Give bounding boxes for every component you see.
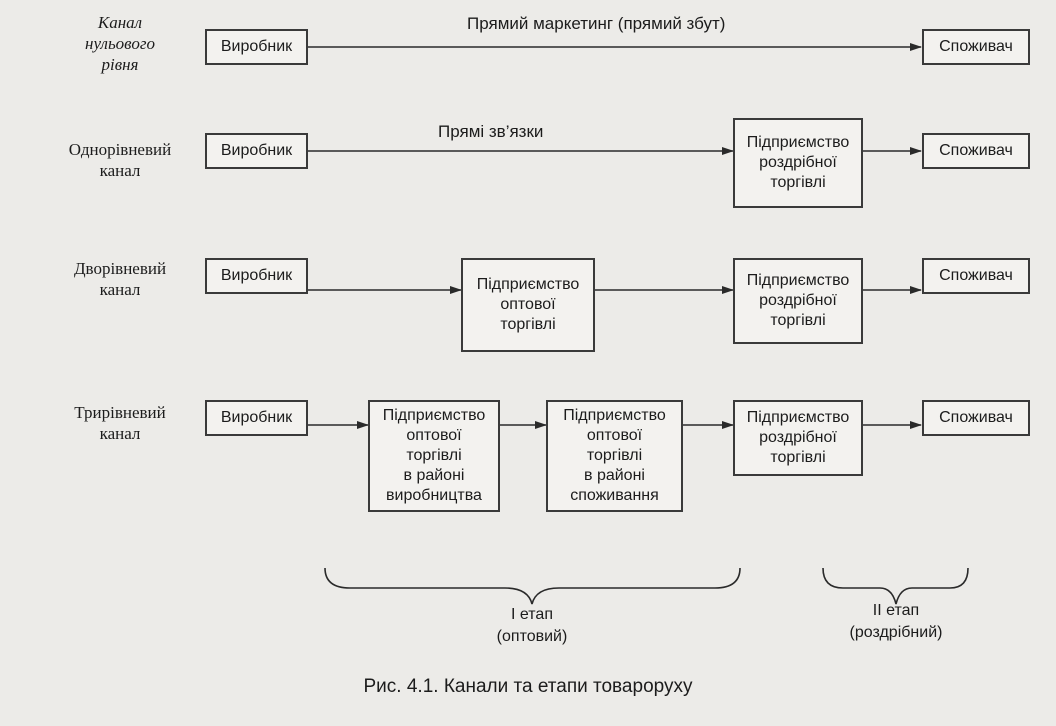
node-producer-row4: Виробник [205,400,308,436]
node-consumer-row4: Споживач [922,400,1030,436]
brace-stage-2 [822,567,969,605]
figure-caption: Рис. 4.1. Канали та етапи товароруху [363,676,693,697]
node-retail-row2: Підприємство роздрібної торгівлі [733,118,863,208]
node-wholesale-production-row4: Підприємство оптової торгівлі в районі в… [368,400,500,512]
level-label-one: Однорівневий канал [68,140,172,180]
edge-label-direct-marketing: Прямий маркетинг (прямий збут) [467,14,726,33]
node-producer-row3: Виробник [205,258,308,294]
node-consumer-row1: Споживач [922,29,1030,65]
node-consumer-row2: Споживач [922,133,1030,169]
stage-label-retail: II етап (роздрібний) [849,602,943,641]
level-label-three: Трирівневий канал [74,403,166,443]
node-wholesale-consumption-row4: Підприємство оптової торгівлі в районі с… [546,400,683,512]
node-retail-row3: Підприємство роздрібної торгівлі [733,258,863,344]
edge-label-direct-links: Прямі зв’язки [438,122,544,141]
stage-label-wholesale: I етап (оптовий) [496,606,568,645]
level-label-zero: Канал нульового рівня [85,13,155,74]
node-consumer-row3: Споживач [922,258,1030,294]
level-label-two: Дворівневий канал [73,259,167,299]
node-producer-row1: Виробник [205,29,308,65]
node-retail-row4: Підприємство роздрібної торгівлі [733,400,863,476]
brace-stage-1 [324,567,741,605]
node-wholesale-row3: Підприємство оптової торгівлі [461,258,595,352]
node-producer-row2: Виробник [205,133,308,169]
